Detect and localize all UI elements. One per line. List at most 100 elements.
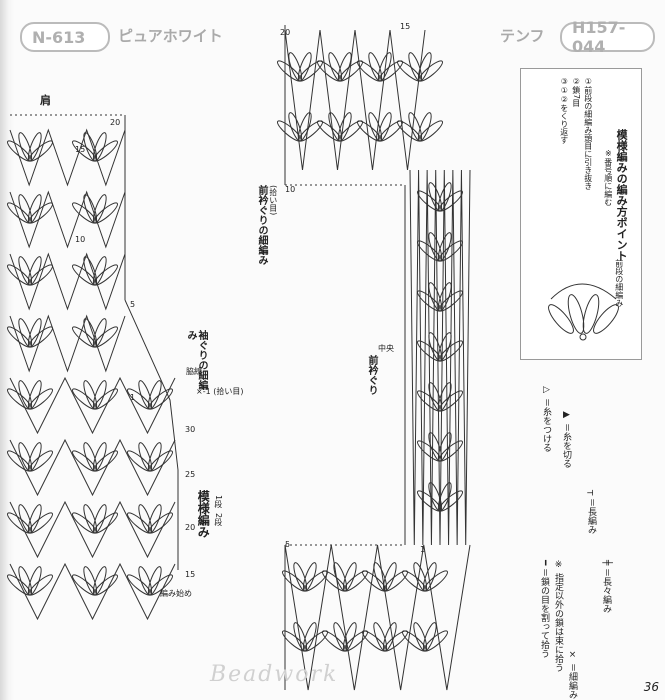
legend-symbol: ┬ xyxy=(586,490,597,496)
right-bottom2-motif-1-petal-2 xyxy=(342,622,357,652)
right-top-motif-0-petal-1 xyxy=(288,52,303,82)
left-motif-3-0-petal-2 xyxy=(27,318,42,348)
right-top-motif-0-petal-2 xyxy=(297,52,312,82)
right-top-motif-2-petal-2 xyxy=(377,52,392,82)
left-chain-5 xyxy=(9,438,176,497)
legend-text: ＝細編み xyxy=(567,663,577,700)
right-bottom2-motif-3-petal-3 xyxy=(423,630,448,652)
right-top-motif-1-petal-1 xyxy=(328,52,343,82)
right-top2-motif-3-petal-2 xyxy=(417,112,432,142)
right-top2-motif-2-petal-2 xyxy=(377,112,392,142)
right-bottom-motif-0-petal-1 xyxy=(293,562,308,592)
right-top-motif-3-petal-3 xyxy=(418,60,443,82)
left-motif-0-1-petal-3 xyxy=(93,140,118,162)
legend-text: ＝長々編み xyxy=(601,568,611,614)
left-chain-2 xyxy=(9,252,126,311)
left-motif-1-0-petal-1 xyxy=(18,194,33,224)
left-motif-0-0-petal-2 xyxy=(27,132,42,162)
left-motif-7-1-petal-1 xyxy=(83,566,98,596)
right-bottom2-motif-2-petal-1 xyxy=(373,622,388,652)
right-bottom2-motif-0-petal-1 xyxy=(293,622,308,652)
right-column-motif-4-petal-3 xyxy=(438,390,463,412)
right-column-motif-2-petal-3 xyxy=(438,290,463,312)
legend-item: ▶＝糸を切る xyxy=(560,410,573,468)
watermark: Beadwork xyxy=(210,662,339,687)
left-chain-6 xyxy=(9,500,176,559)
right-bottom-chain xyxy=(284,544,471,691)
legend-item: ▷＝糸をつける xyxy=(540,385,553,452)
right-header-code: H157-044 xyxy=(560,18,655,56)
left-motif-6-2-petal-1 xyxy=(138,504,153,534)
left-motif-0-1-petal-2 xyxy=(92,132,107,162)
left-motif-5-2-petal-1 xyxy=(138,442,153,472)
left-row-number: 20 xyxy=(110,118,121,127)
page-number: 36 xyxy=(643,680,659,694)
right-top2-motif-3-petal-3 xyxy=(418,120,443,142)
point-box-title: 模様編みの編み方ポイント xyxy=(615,129,629,261)
legend-item: ━ ＝鎖の目を割って拾う xyxy=(538,560,551,658)
left-motif-1-1-petal-3 xyxy=(93,202,118,224)
left-code-text: N-613 xyxy=(32,27,86,47)
right-column-chain xyxy=(409,169,471,546)
legend-text: ＝糸をつける xyxy=(541,398,551,453)
left-motif-4-0-petal-2 xyxy=(27,380,42,410)
left-motif-2-0-petal-2 xyxy=(27,256,42,286)
legend-item: ╪ ＝長々編み xyxy=(600,560,613,613)
right-top-motif-1-petal-2 xyxy=(337,52,352,82)
page-fold-shadow xyxy=(0,0,14,700)
left-row-number: 1 xyxy=(130,393,136,402)
left-motif-6-0-petal-1 xyxy=(18,504,33,534)
right-top2-motif-0-petal-1 xyxy=(288,112,303,142)
left-motif-7-0-petal-2 xyxy=(27,566,42,596)
legend-item: ※ 指定以外の鎖は束に拾う xyxy=(552,560,565,672)
front-neck-label: 前衿ぐり xyxy=(366,355,377,395)
left-motif-4-2-petal-1 xyxy=(138,380,153,410)
armhole-edge-line xyxy=(124,299,179,570)
right-top2-motif-3-petal-1 xyxy=(408,112,423,142)
start-label: 編み始め xyxy=(160,589,192,598)
left-motif-5-1-petal-1 xyxy=(83,442,98,472)
left-motif-1-0-petal-2 xyxy=(27,194,42,224)
left-row-number: 20 xyxy=(185,523,196,532)
left-motif-5-0-petal-2 xyxy=(27,442,42,472)
left-motif-5-0-petal-3 xyxy=(28,450,53,472)
right-bottom-motif-2-petal-2 xyxy=(382,562,397,592)
pattern-label: 模様編み xyxy=(196,490,211,538)
left-chain-7 xyxy=(9,562,176,621)
pattern-note-row2: 2段 xyxy=(213,513,223,527)
pattern-point-box: 模様編みの編み方ポイント ※番号順に編む ①前段の細編み頭目に引き抜き ②鎖7目… xyxy=(520,68,642,360)
left-motif-4-0-petal-3 xyxy=(28,388,53,410)
legend-symbol: ━ xyxy=(539,560,550,566)
side-line-label: 脇線 xyxy=(186,367,202,376)
legend-text: ＝鎖の目を割って拾う xyxy=(539,568,549,659)
left-motif-2-0-petal-1 xyxy=(18,256,33,286)
front-neck-edging-label: 前衿ぐりの細編み xyxy=(256,185,267,265)
right-bottom2-motif-0-petal-2 xyxy=(302,622,317,652)
right-bottom-motif-3-petal-2 xyxy=(422,562,437,592)
point-box-step2: ②鎖7目 xyxy=(571,77,581,108)
legend-symbol: ╪ xyxy=(601,560,612,566)
legend-symbol: ※ xyxy=(553,560,564,570)
pickup-label: ×-1 (拾い目) xyxy=(196,387,244,396)
legend-symbol: × xyxy=(567,650,578,660)
left-row-number: 5 xyxy=(130,300,136,309)
pattern-note-row1: 1段 xyxy=(213,495,223,509)
sleeve-edging-label: 袖ぐりの細編み xyxy=(185,330,207,390)
right-header-title: テンフ xyxy=(500,27,545,45)
point-box-prev-row: 前段の細編み xyxy=(614,259,624,307)
center-label: 中央 xyxy=(378,344,394,353)
point-box-note: ※番号順に編む xyxy=(603,149,613,206)
right-column-motif-6-petal-2 xyxy=(437,482,452,512)
left-motif-3-1-petal-3 xyxy=(93,326,118,348)
right-top2-motif-2-petal-1 xyxy=(368,112,383,142)
left-motif-3-0-petal-1 xyxy=(18,318,33,348)
left-chain-1 xyxy=(9,190,126,249)
left-row-number: 10 xyxy=(75,235,86,244)
left-motif-0-0-petal-1 xyxy=(18,132,33,162)
legend-text: 指定以外の鎖は束に拾う xyxy=(553,573,563,672)
left-motif-7-2-petal-1 xyxy=(138,566,153,596)
left-motif-4-0-petal-1 xyxy=(18,380,33,410)
left-motif-2-1-petal-2 xyxy=(92,256,107,286)
legend-text: ＝長編み xyxy=(586,498,596,535)
right-bottom-motif-3-petal-3 xyxy=(423,570,448,592)
